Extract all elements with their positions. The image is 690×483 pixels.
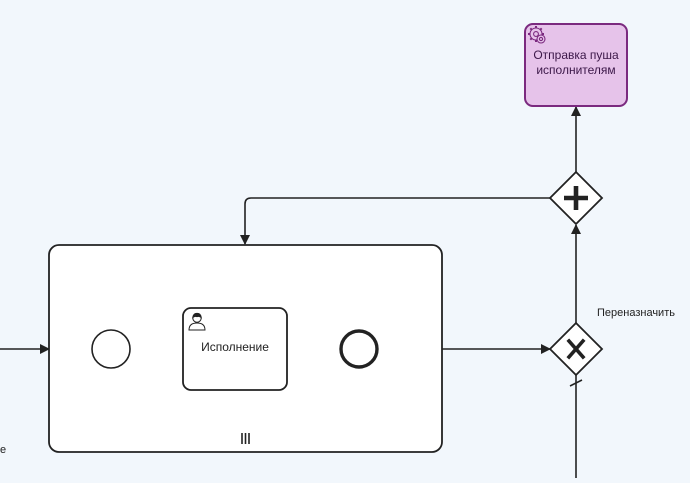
flow-reassign-label: Переназначить xyxy=(597,307,675,319)
exclusive-gateway[interactable] xyxy=(548,321,604,377)
parallel-multi-instance-marker xyxy=(241,433,250,444)
end-event[interactable] xyxy=(339,329,379,369)
exclusive-gateway-x-icon xyxy=(566,338,586,360)
start-event[interactable] xyxy=(91,329,131,369)
service-task-send-push-label: Отправка пуша исполнителям xyxy=(533,48,619,77)
user-task-execution[interactable] xyxy=(182,307,288,391)
offscreen-flow-label-fragment: е xyxy=(0,444,7,456)
user-icon xyxy=(188,312,206,331)
service-task-send-push[interactable] xyxy=(524,23,628,107)
gear-icon xyxy=(528,26,546,44)
flow-parallel-back-to-subprocess[interactable] xyxy=(240,197,550,245)
user-task-execution-label: Исполнение xyxy=(201,340,269,354)
parallel-gateway[interactable] xyxy=(548,170,604,226)
parallel-gateway-plus-icon xyxy=(564,186,588,210)
default-flow-marker xyxy=(569,379,583,387)
